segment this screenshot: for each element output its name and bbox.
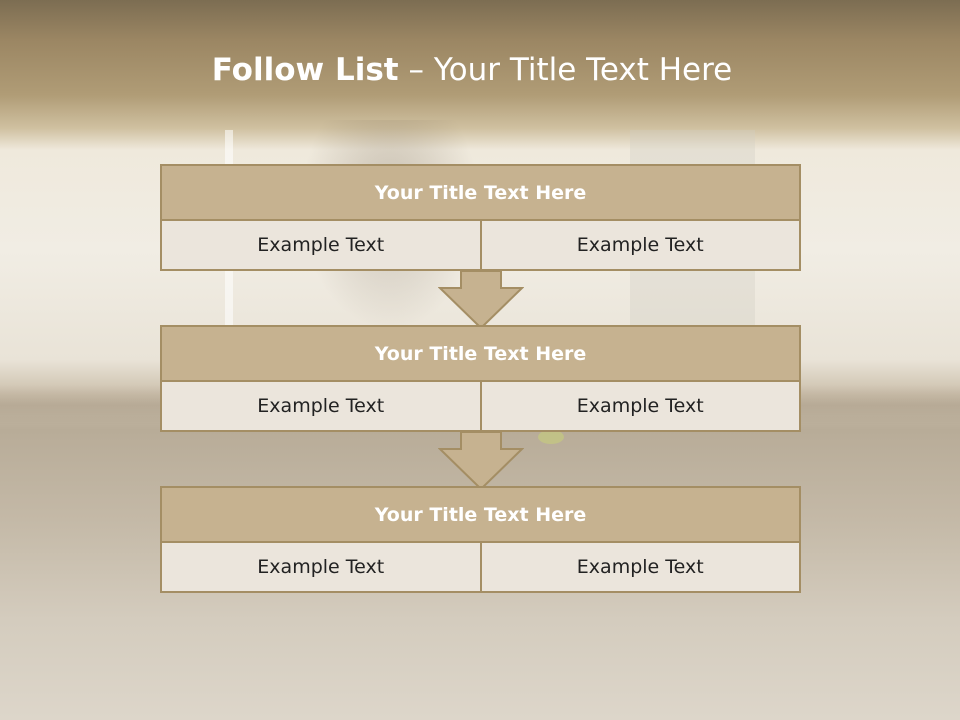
slide-title-rest: – Your Title Text Here <box>398 52 733 88</box>
list-block-3: Your Title Text Here Example Text Exampl… <box>160 486 801 593</box>
slide-title-bold: Follow List <box>211 52 399 88</box>
background-ball <box>538 430 564 444</box>
list-block-1: Your Title Text Here Example Text Exampl… <box>160 164 801 271</box>
block-1-left-cell: Example Text <box>162 221 480 269</box>
list-block-2: Your Title Text Here Example Text Exampl… <box>160 325 801 432</box>
block-1-row: Example Text Example Text <box>160 221 801 271</box>
block-2-left-cell: Example Text <box>162 382 480 430</box>
down-arrow-icon <box>438 432 524 490</box>
block-3-right-cell: Example Text <box>479 543 799 591</box>
block-1-right-cell: Example Text <box>479 221 799 269</box>
block-3-row: Example Text Example Text <box>160 543 801 593</box>
block-1-heading: Your Title Text Here <box>160 164 801 221</box>
block-2-row: Example Text Example Text <box>160 382 801 432</box>
slide-title: Follow List – Your Title Text Here <box>0 52 944 88</box>
block-2-heading: Your Title Text Here <box>160 325 801 382</box>
down-arrow-icon <box>438 271 524 329</box>
block-2-right-cell: Example Text <box>479 382 799 430</box>
block-3-heading: Your Title Text Here <box>160 486 801 543</box>
block-3-left-cell: Example Text <box>162 543 480 591</box>
